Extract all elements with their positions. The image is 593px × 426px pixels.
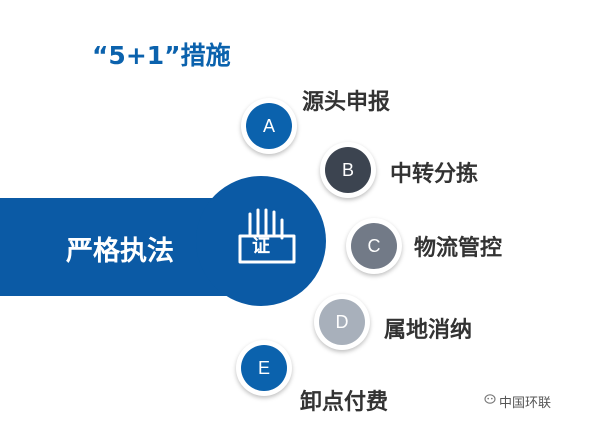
center-banner: [0, 198, 228, 296]
step-e-label: 卸点付费: [300, 390, 389, 415]
step-b-letter: B: [325, 147, 371, 193]
step-c-node: C: [346, 218, 402, 274]
hand-document-icon: [238, 208, 296, 264]
step-b-label: 中转分拣: [390, 162, 479, 187]
step-d-node: D: [314, 294, 370, 350]
center-icon-text: 证: [252, 236, 270, 257]
center-label: 严格执法: [66, 236, 174, 267]
step-b-node: B: [320, 142, 376, 198]
step-a-node: A: [241, 98, 297, 154]
step-c-label: 物流管控: [414, 236, 503, 261]
step-c-letter: C: [351, 223, 397, 269]
center-hub: [196, 176, 326, 306]
step-a-label: 源头申报: [302, 90, 391, 115]
wechat-icon: [484, 394, 496, 404]
step-a-letter: A: [246, 103, 292, 149]
watermark: 中国环联: [499, 396, 552, 411]
diagram-title: “5+1”措施: [92, 41, 231, 70]
step-e-node: E: [236, 340, 292, 396]
step-d-letter: D: [319, 299, 365, 345]
step-e-letter: E: [241, 345, 287, 391]
step-d-label: 属地消纳: [384, 318, 473, 343]
